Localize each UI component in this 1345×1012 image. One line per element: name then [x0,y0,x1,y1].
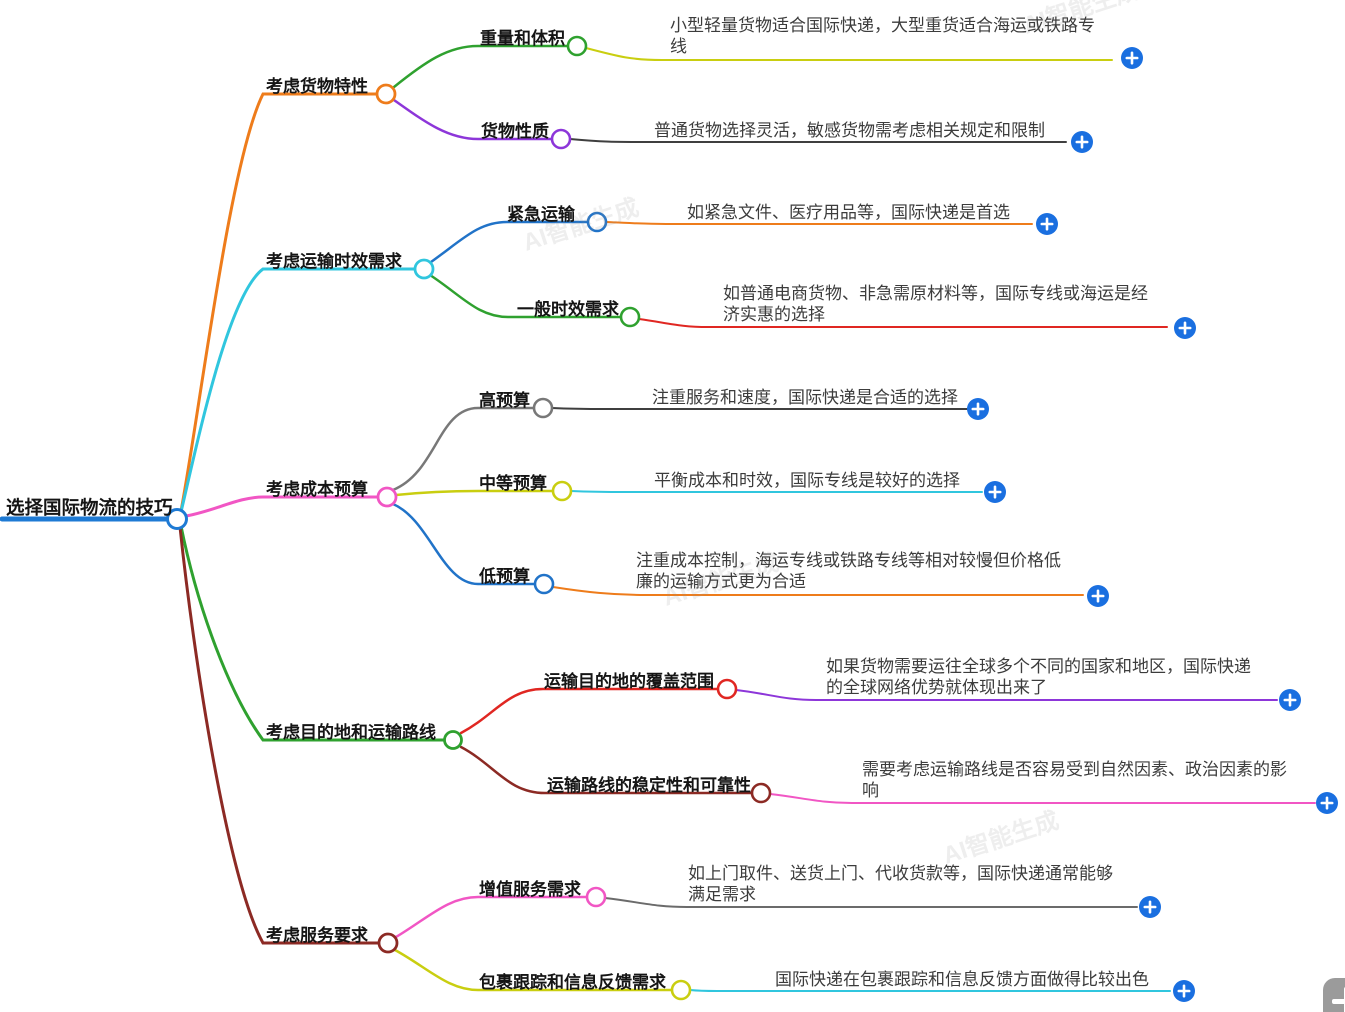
branch-label-route[interactable]: 考虑目的地和运输路线 [266,723,436,742]
subnode-label-stability[interactable]: 运输路线的稳定性和可靠性 [547,776,751,795]
root-node-circle[interactable] [166,508,188,530]
plus-icon [1178,321,1192,335]
expand-button-low-budget[interactable] [1087,585,1109,607]
node-circle-weight-volume[interactable] [566,35,588,57]
subline-low-budget [391,502,537,586]
leaf-note-coverage[interactable]: 如果货物需要运往全球多个不同的国家和地区，国际快递的全球网络优势就体现出来了 [826,657,1251,697]
leaf-note-low-budget[interactable]: 注重成本控制，海运专线或铁路专线等相对较慢但价格低廉的运输方式更为合适 [636,551,1061,591]
leafline-medium-budget [570,490,983,493]
leafline-cargo-nature [569,138,1067,143]
expand-button-tracking[interactable] [1173,980,1195,1002]
branch-line-time [179,267,416,514]
leaf-note-tracking[interactable]: 国际快递在包裹跟踪和信息反馈方面做得比较出色 [775,970,1149,989]
branch-label-time[interactable]: 考虑运输时效需求 [266,252,402,271]
subline-cargo-nature [392,98,554,141]
floating-add-button[interactable] [1323,978,1345,1012]
subnode-label-low-budget[interactable]: 低预算 [479,567,530,586]
leaf-note-general-time[interactable]: 如普通电商货物、非急需原材料等，国际专线或海运是经济实惠的选择 [723,284,1148,324]
leafline-high-budget [551,407,968,410]
node-circle-coverage[interactable] [716,678,738,700]
subnode-label-value-added[interactable]: 增值服务需求 [479,880,581,899]
plus-icon [1075,135,1089,149]
subline-medium-budget [394,489,555,497]
subnode-label-high-budget[interactable]: 高预算 [479,391,530,410]
leafline-general-time [638,318,1168,328]
plus-icon [1091,589,1105,603]
leaf-note-weight-volume[interactable]: 小型轻量货物适合国际快递，大型重货适合海运或铁路专线 [670,16,1095,56]
plus-icon [1143,900,1157,914]
node-circle-service[interactable] [377,932,399,954]
root-node-label[interactable]: 选择国际物流的技巧 [6,497,173,518]
node-circle-route[interactable] [443,730,463,750]
branch-line-cargo [179,92,378,513]
subnode-label-weight-volume[interactable]: 重量和体积 [480,29,565,48]
expand-button-coverage[interactable] [1279,689,1301,711]
expand-button-stability[interactable] [1316,792,1338,814]
leafline-coverage [735,689,1278,701]
node-circle-cargo-nature[interactable] [550,128,572,150]
node-circle-medium-budget[interactable] [551,480,573,502]
subline-coverage [459,687,720,735]
leaf-note-value-added[interactable]: 如上门取件、送货上门、代收货款等，国际快递通常能够满足需求 [688,864,1113,904]
subline-high-budget [391,406,536,492]
expand-button-cargo-nature[interactable] [1071,131,1093,153]
plus-icon [988,485,1002,499]
expand-button-medium-budget[interactable] [984,481,1006,503]
node-circle-urgent[interactable] [586,211,608,233]
subnode-label-medium-budget[interactable]: 中等预算 [479,474,547,493]
expand-button-urgent[interactable] [1036,213,1058,235]
branch-line-cost [184,495,379,518]
plus-icon [1040,217,1054,231]
expand-button-value-added[interactable] [1139,896,1161,918]
branch-label-cargo[interactable]: 考虑货物特性 [266,77,368,96]
leaf-note-stability[interactable]: 需要考虑运输路线是否容易受到自然因素、政治因素的影响 [862,760,1287,800]
leafline-low-budget [552,586,1084,596]
plus-icon [971,402,985,416]
node-circle-value-added[interactable] [585,886,607,908]
plus-icon [1283,693,1297,707]
subline-tracking [393,948,674,992]
leaf-note-urgent[interactable]: 如紧急文件、医疗用品等，国际快递是首选 [687,203,1010,222]
leaf-note-high-budget[interactable]: 注重服务和速度，国际快递是合适的选择 [652,388,958,407]
leafline-tracking [689,989,1171,992]
subnode-label-urgent[interactable]: 紧急运输 [507,205,575,224]
leaf-note-medium-budget[interactable]: 平衡成本和时效，国际专线是较好的选择 [654,471,960,490]
node-circle-general-time[interactable] [619,306,641,328]
plus-icon [1177,984,1191,998]
node-circle-low-budget[interactable] [533,573,555,595]
subline-weight-volume [392,44,570,89]
subline-urgent [429,220,590,264]
subnode-label-cargo-nature[interactable]: 货物性质 [481,122,549,141]
leafline-weight-volume [585,47,1113,61]
subnode-label-general-time[interactable]: 一般时效需求 [517,300,619,319]
leafline-urgent [605,221,1033,225]
subline-value-added [394,895,589,939]
branch-line-route [179,524,446,742]
node-circle-cost[interactable] [376,486,398,508]
leaf-note-cargo-nature[interactable]: 普通货物选择灵活，敏感货物需考虑相关规定和限制 [654,121,1045,140]
plus-icon [1332,999,1345,1004]
expand-button-general-time[interactable] [1174,317,1196,339]
subline-general-time [428,273,623,319]
plus-icon [1320,796,1334,810]
branch-label-cost[interactable]: 考虑成本预算 [266,480,368,499]
plus-icon [1125,51,1139,65]
node-circle-high-budget[interactable] [532,397,554,419]
node-circle-stability[interactable] [750,782,772,804]
branch-label-service[interactable]: 考虑服务要求 [266,926,368,945]
expand-button-high-budget[interactable] [967,398,989,420]
subnode-label-tracking[interactable]: 包裹跟踪和信息反馈需求 [479,973,666,992]
node-circle-tracking[interactable] [670,979,692,1001]
leafline-value-added [604,897,1138,908]
node-circle-cargo[interactable] [375,83,397,105]
node-circle-time[interactable] [413,258,435,280]
leafline-stability [769,793,1316,804]
branch-line-service [178,525,380,945]
subline-stability [459,745,754,795]
subnode-label-coverage[interactable]: 运输目的地的覆盖范围 [544,672,714,691]
expand-button-weight-volume[interactable] [1121,47,1143,69]
